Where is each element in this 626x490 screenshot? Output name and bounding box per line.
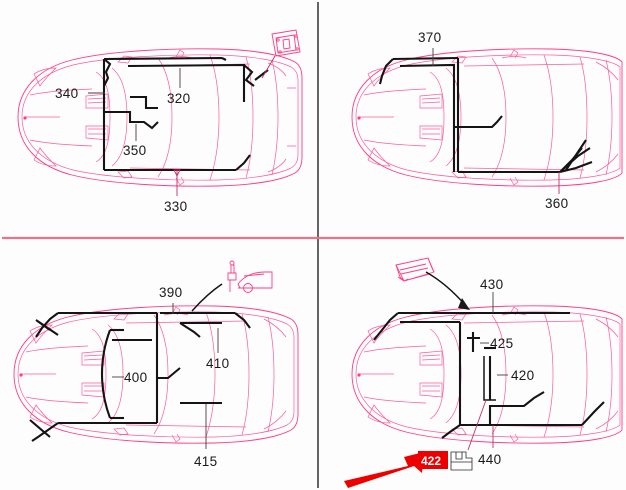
callout-320: 320 xyxy=(167,91,190,106)
panel-top-right: 370 360 xyxy=(351,30,623,211)
harness-top-right xyxy=(378,56,593,174)
callout-410: 410 xyxy=(206,356,229,371)
callouts-top-right xyxy=(432,48,560,194)
highlight-annotation xyxy=(344,451,448,488)
highlight-box-422 xyxy=(418,451,448,469)
callout-350: 350 xyxy=(123,143,146,158)
charging-station-icon xyxy=(227,260,273,293)
callouts-bottom-left xyxy=(112,303,219,449)
callout-425: 425 xyxy=(490,336,513,351)
callout-390: 390 xyxy=(159,285,182,300)
callout-440: 440 xyxy=(478,452,501,467)
harness-bottom-left xyxy=(29,283,251,442)
callout-360: 360 xyxy=(545,196,568,211)
callout-340: 340 xyxy=(55,86,78,101)
red-arrow-pointer xyxy=(344,452,424,488)
callouts-top-left xyxy=(88,68,181,196)
panel-top-left: 340 320 350 330 xyxy=(17,29,303,214)
connector-part-422 xyxy=(450,451,473,471)
harness-bottom-right xyxy=(373,311,605,451)
callouts-bottom-right xyxy=(480,292,508,448)
panel-bottom-left: 390 400 410 415 xyxy=(13,260,299,469)
callout-420: 420 xyxy=(511,368,534,383)
callout-415: 415 xyxy=(194,454,217,469)
car-outline-top-left xyxy=(17,48,303,187)
callout-422-highlighted: 422 xyxy=(421,454,441,468)
callout-430: 430 xyxy=(480,277,503,292)
callout-330: 330 xyxy=(164,199,187,214)
callout-400: 400 xyxy=(124,370,147,385)
control-module-part xyxy=(395,257,470,310)
panel-bottom-right: 430 425 420 440 422 xyxy=(344,257,623,488)
callout-370: 370 xyxy=(418,30,441,45)
car-outline-bottom-right xyxy=(351,305,623,444)
connector-module-part xyxy=(261,29,301,79)
